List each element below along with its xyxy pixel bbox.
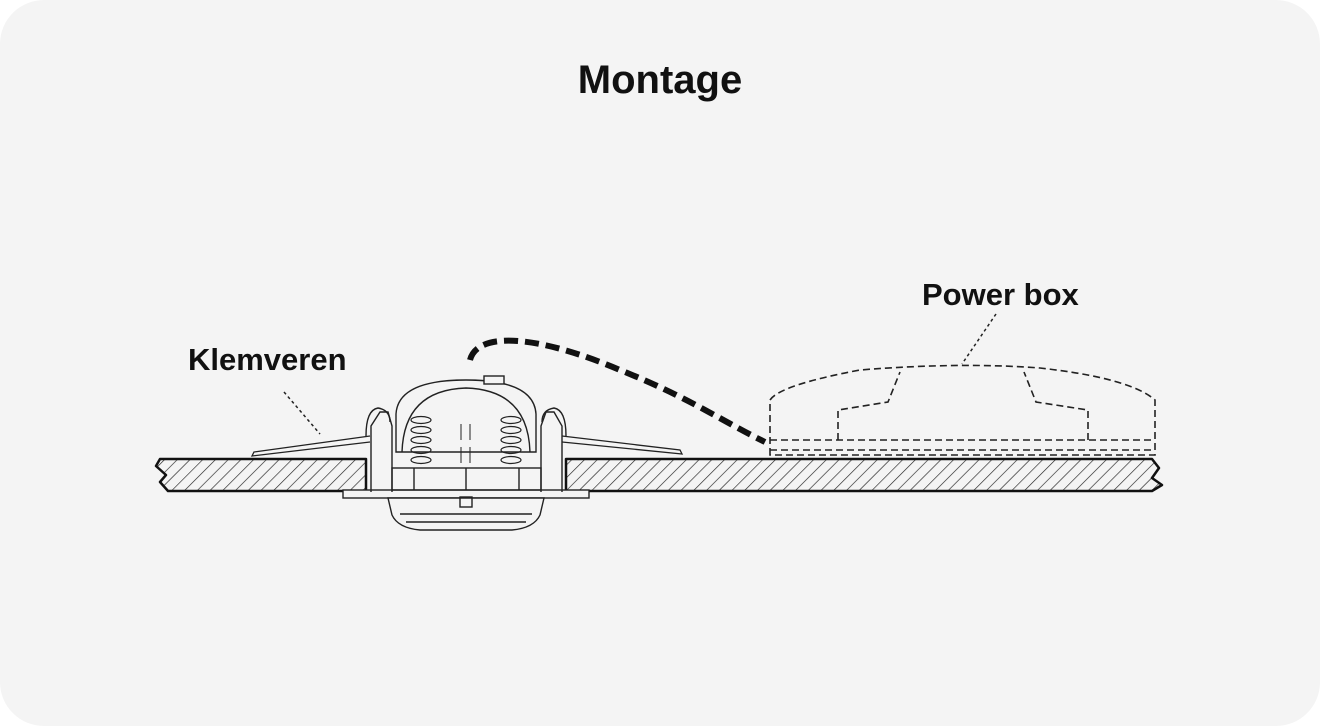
power-box xyxy=(769,364,1156,456)
leader-line-klemveren xyxy=(283,391,321,435)
power-cable xyxy=(467,337,767,445)
ceiling-panel-left xyxy=(154,457,368,493)
downlight-fixture xyxy=(342,375,590,531)
diagram-title: Montage xyxy=(577,58,743,102)
leader-line-power-box xyxy=(961,313,997,365)
ceiling-panel-right xyxy=(564,457,1164,493)
label-klemveren: Klemveren xyxy=(188,342,347,377)
label-power-box: Power box xyxy=(922,277,1079,312)
spring-clips xyxy=(250,435,684,457)
